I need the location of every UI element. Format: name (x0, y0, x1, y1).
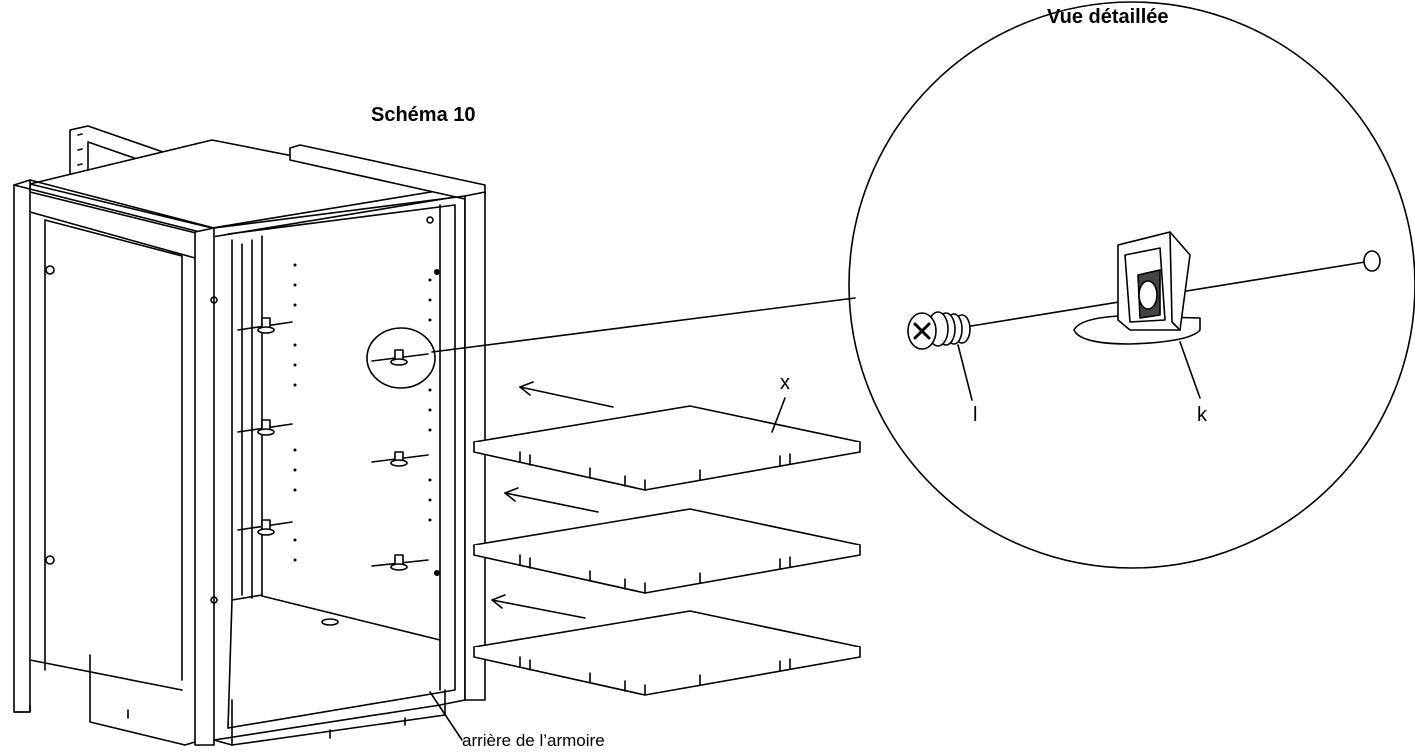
bracket-label: k (1197, 404, 1207, 426)
shelf (473, 508, 861, 594)
cabinet-back-leader (429, 691, 463, 741)
screw-label-leader (957, 344, 973, 401)
screw (907, 311, 971, 350)
screw-label: l (973, 404, 978, 426)
shelf-label-leader (771, 397, 786, 433)
bracket-label-leader (1179, 341, 1201, 399)
cabinet-back-label: arrière de l’armoire (462, 731, 605, 750)
shelf (473, 610, 861, 696)
diagram-title: Schéma 10 (371, 104, 476, 126)
shelves (473, 405, 861, 696)
detail-callout (366, 297, 856, 389)
bracket (1073, 231, 1201, 345)
cabinet (13, 125, 486, 746)
shelf-label: x (780, 372, 790, 394)
shelf-supports (237, 317, 429, 571)
insert-arrows (491, 381, 614, 619)
detail-view-title: Vue détaillée (1047, 6, 1169, 28)
shelf (473, 405, 861, 491)
